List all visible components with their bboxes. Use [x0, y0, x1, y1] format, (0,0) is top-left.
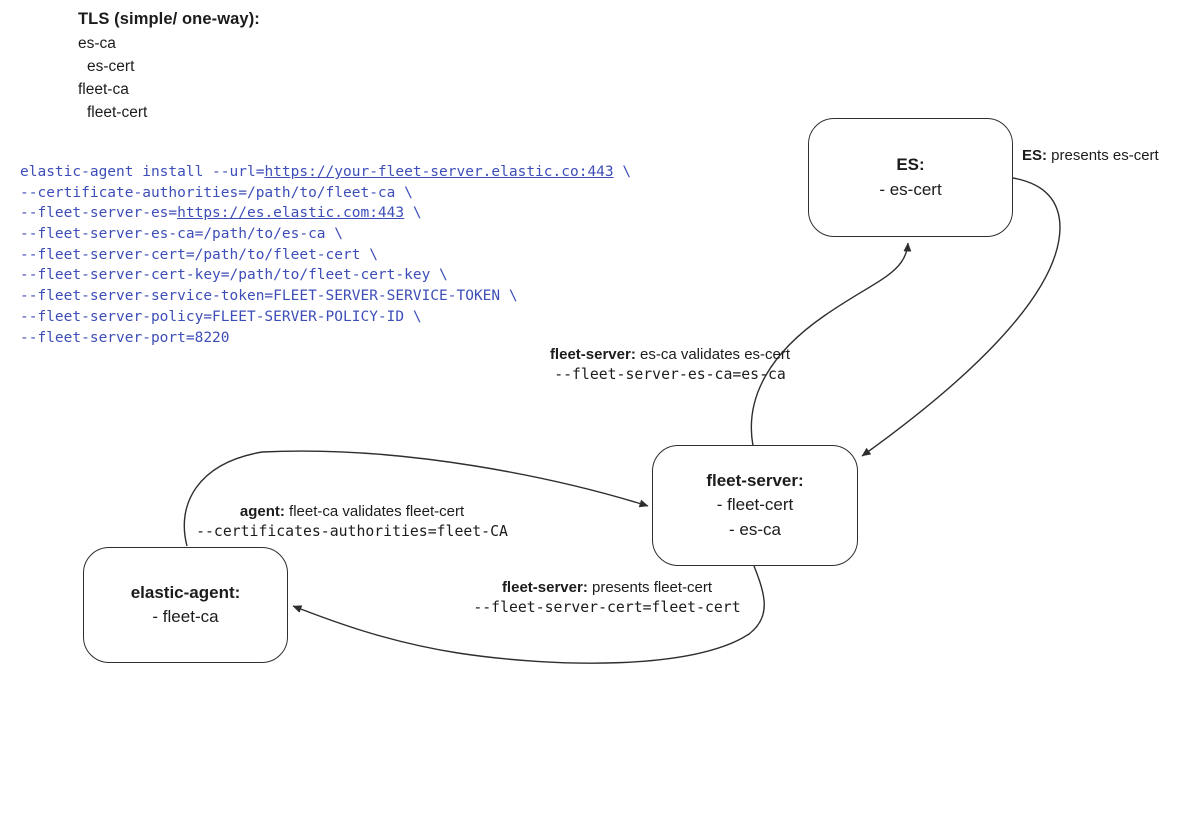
code-line: --certificate-authorities=/path/to/fleet…: [20, 183, 631, 204]
node-fleet-server-title: fleet-server:: [706, 470, 804, 490]
label-es-presents-bold: ES:: [1022, 147, 1048, 164]
label-agent-validates-text: fleet-ca validates fleet-cert: [284, 503, 465, 520]
code-line: --fleet-server-port=8220: [20, 328, 631, 349]
node-fleet-server-item: - es-ca: [729, 519, 781, 539]
edge-fleet-server-to-es: [750, 242, 912, 447]
code-text: --fleet-server-policy=FLEET-SERVER-POLIC…: [20, 308, 422, 325]
node-elastic-agent-title: elastic-agent:: [130, 582, 241, 602]
label-fleet-server-presents-line1: fleet-server: presents fleet-cert: [462, 578, 752, 597]
code-text: \: [613, 164, 632, 180]
label-fleet-server-validates-flag: --fleet-server-es-ca=es-ca: [554, 366, 786, 383]
code-line: --fleet-server-es=https://es.elastic.com…: [20, 203, 631, 224]
code-block: elastic-agent install --url=https://your…: [20, 162, 631, 348]
code-text: --fleet-server-es=: [20, 205, 178, 222]
code-text: --fleet-server-port=8220: [20, 329, 230, 346]
node-fleet-server-item: - fleet-cert: [716, 495, 794, 515]
tls-item-es-cert: es-cert: [87, 58, 135, 75]
label-fleet-server-presents-bold: fleet-server:: [501, 579, 588, 596]
node-es-item: - es-cert: [879, 179, 942, 199]
label-es-presents-text: presents es-cert: [1047, 147, 1159, 164]
code-text: --fleet-server-service-token=FLEET-SERVE…: [20, 288, 518, 305]
code-url-link[interactable]: https://your-fleet-server.elastic.co:443: [264, 164, 614, 180]
label-fleet-server-validates-text: es-ca validates es-cert: [635, 346, 791, 363]
node-elastic-agent: elastic-agent: - fleet-ca: [83, 547, 288, 663]
label-agent-validates-bold: agent:: [239, 503, 285, 520]
code-line: --fleet-server-cert-key=/path/to/fleet-c…: [20, 265, 631, 286]
tls-summary-block: TLS (simple/ one-way): es-ca es-cert fle…: [78, 7, 260, 124]
code-line: elastic-agent install --url=https://your…: [20, 162, 631, 183]
edge-es-to-fleet-server: [861, 177, 1061, 457]
label-agent-validates-line1: agent: fleet-ca validates fleet-cert: [184, 502, 520, 521]
label-fleet-server-presents-flag: --fleet-server-cert=fleet-cert: [473, 599, 741, 616]
label-fleet-server-validates-bold: fleet-server:: [549, 346, 636, 363]
code-text: --fleet-server-cert-key=/path/to/fleet-c…: [20, 267, 448, 284]
code-line: --fleet-server-policy=FLEET-SERVER-POLIC…: [20, 307, 631, 328]
code-text: --fleet-server-es-ca=/path/to/es-ca \: [20, 226, 344, 243]
code-line: --fleet-server-es-ca=/path/to/es-ca \: [20, 224, 631, 245]
node-elastic-agent-item: - fleet-ca: [152, 607, 219, 626]
label-agent-validates-flag: --certificates-authorities=fleet-CA: [196, 523, 508, 540]
edge-fleet-server-to-agent: [292, 565, 765, 664]
label-agent-validates: agent: fleet-ca validates fleet-cert --c…: [184, 502, 520, 542]
label-es-presents: ES: presents es-cert: [1022, 146, 1159, 165]
node-es-title: ES:: [896, 155, 925, 174]
edge-agent-to-fleet-server: [183, 450, 649, 547]
tls-item-fleet-cert: fleet-cert: [87, 104, 148, 121]
label-fleet-server-presents: fleet-server: presents fleet-cert --flee…: [462, 578, 752, 618]
tls-heading: TLS (simple/ one-way):: [78, 10, 260, 28]
node-fleet-server: fleet-server: - fleet-cert - es-ca: [652, 445, 858, 566]
tls-item-fleet-ca: fleet-ca: [78, 81, 129, 98]
label-fleet-server-validates-es: fleet-server: es-ca validates es-cert --…: [540, 345, 800, 385]
code-text: elastic-agent install --url=: [20, 164, 265, 180]
code-text: \: [404, 205, 422, 222]
tls-item-es-ca: es-ca: [78, 35, 116, 52]
label-fleet-server-presents-text: presents fleet-cert: [587, 579, 713, 596]
code-text: --fleet-server-cert=/path/to/fleet-cert …: [20, 246, 378, 263]
code-line: --fleet-server-cert=/path/to/fleet-cert …: [20, 245, 631, 266]
node-es: ES: - es-cert: [808, 118, 1013, 237]
label-fleet-server-validates-line1: fleet-server: es-ca validates es-cert: [540, 345, 800, 364]
code-line: --fleet-server-service-token=FLEET-SERVE…: [20, 286, 631, 307]
code-text: --certificate-authorities=/path/to/fleet…: [20, 184, 413, 201]
code-url-link[interactable]: https://es.elastic.com:443: [177, 205, 405, 222]
